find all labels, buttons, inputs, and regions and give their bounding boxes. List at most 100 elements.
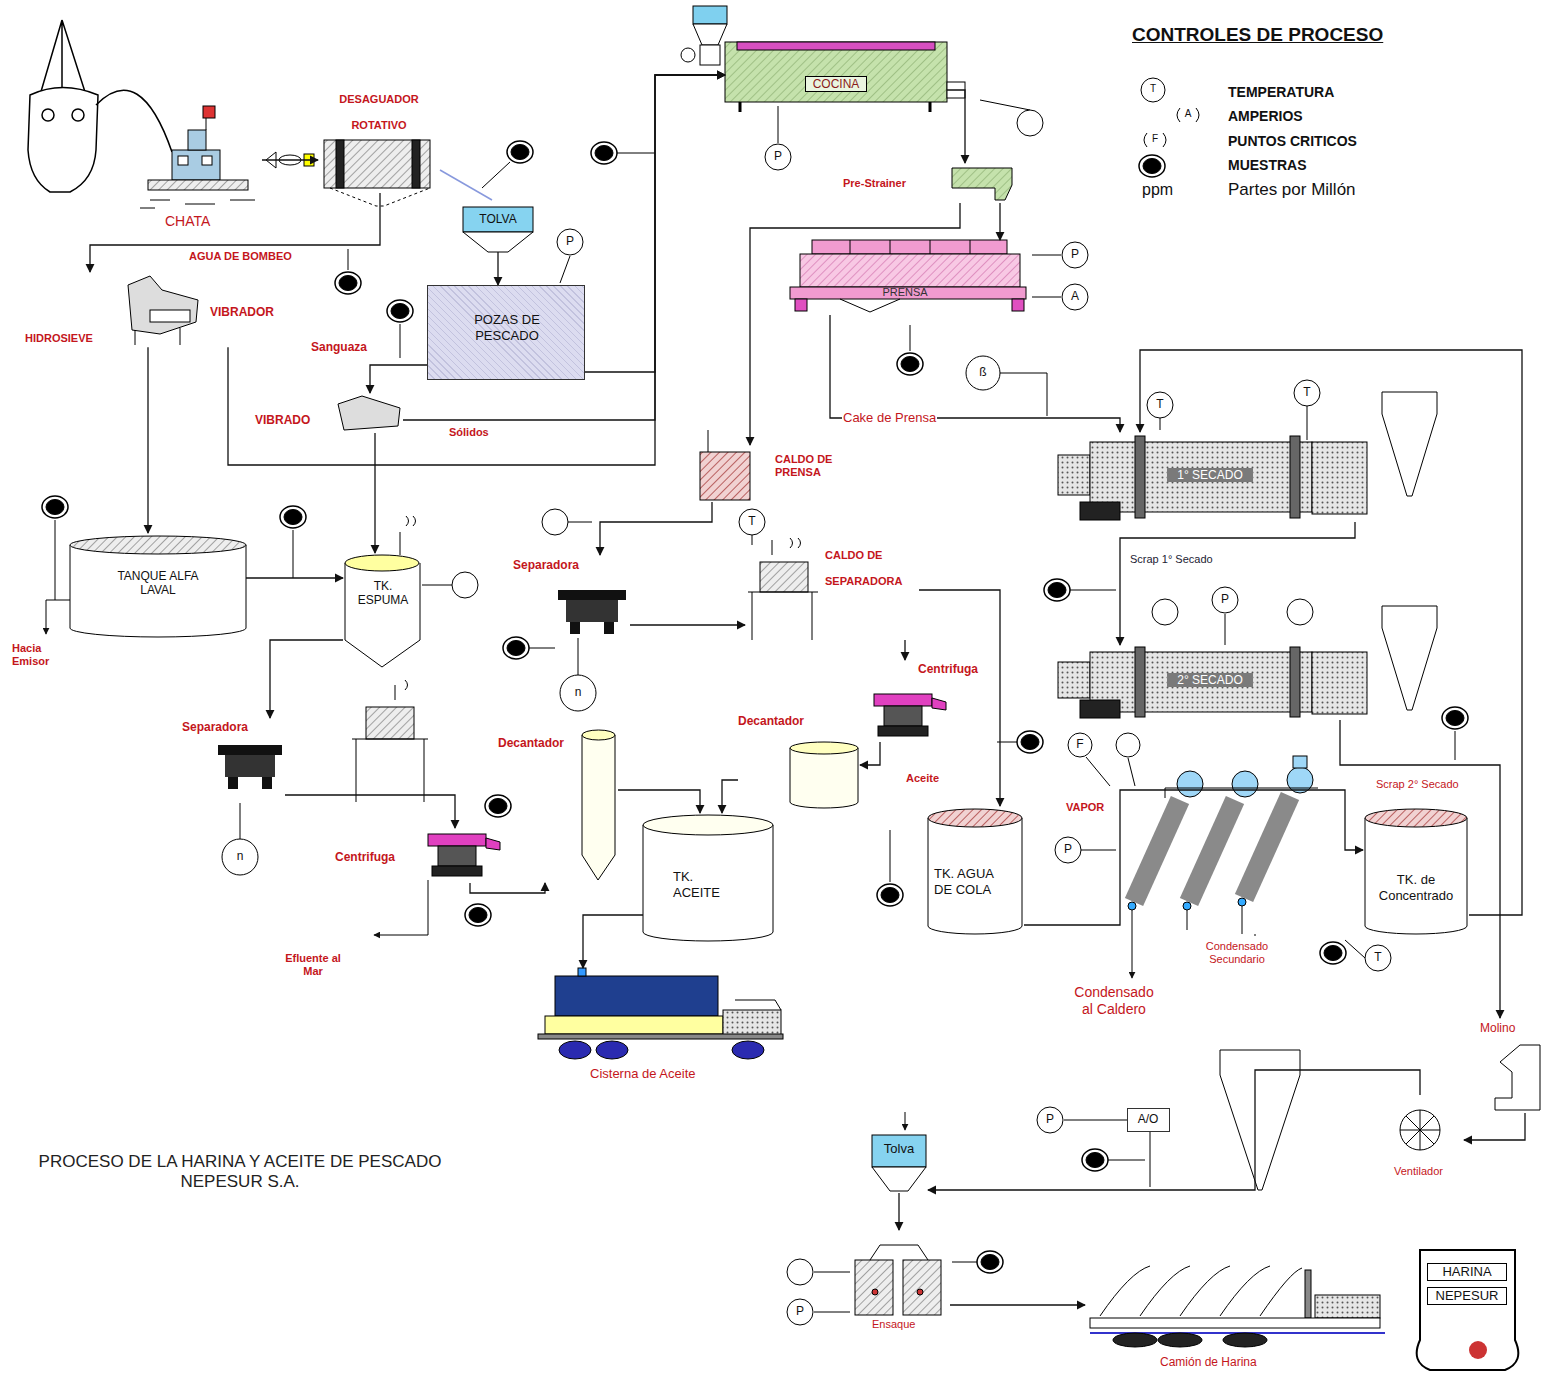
sample-point (890, 830, 891, 882)
equipment-label: Pre-Strainer (843, 177, 906, 190)
sample-point (897, 353, 923, 375)
control-letter: P (560, 234, 580, 248)
sample-point (1320, 942, 1346, 964)
control-letter: T (1368, 950, 1388, 964)
sample-point (1064, 1120, 1127, 1121)
cooker (693, 6, 727, 24)
sample-point (1455, 731, 1456, 760)
control-point (1287, 599, 1313, 625)
dryer (1090, 442, 1312, 512)
flow-line (904, 640, 905, 660)
diagram-caption: PROCESO DE LA HARINA Y ACEITE DE PESCADO… (10, 1152, 470, 1193)
meal-bag (1417, 1250, 1519, 1370)
equipment-label: Cisterna de Aceite (590, 1066, 696, 1082)
equipment-label: HIDROSIEVE (25, 332, 93, 345)
dryer (1290, 647, 1300, 717)
sample-point (877, 884, 903, 906)
centrifuge (428, 834, 486, 846)
control-point (452, 572, 478, 598)
legend-text: Partes por Millón (1228, 180, 1356, 200)
cooker (725, 42, 947, 102)
separator (570, 622, 580, 634)
dryer (1058, 455, 1090, 495)
legend-text: PUNTOS CRITICOS (1228, 133, 1357, 150)
oil-truck (559, 1041, 591, 1059)
tank (400, 516, 416, 555)
fan (1400, 1110, 1440, 1150)
flow-label: AGUA DE BOMBEO (188, 250, 293, 263)
tank (70, 545, 246, 637)
flow-line (1140, 350, 1522, 915)
equipment-label: Molino (1480, 1021, 1515, 1035)
sample-point (485, 795, 511, 817)
equipment-label: CHATA (165, 213, 210, 230)
flow-line (898, 1193, 899, 1230)
separator (558, 590, 626, 634)
centrifuge (878, 726, 928, 736)
bagging-station (917, 1289, 923, 1295)
tank (70, 536, 246, 554)
legend-text: AMPERIOS (1228, 108, 1303, 125)
oil-truck (538, 968, 783, 1059)
tank (352, 739, 428, 802)
control-point (1147, 392, 1173, 418)
bagging-station (870, 1245, 928, 1260)
decanter (582, 730, 615, 880)
control-point (222, 100, 1391, 1325)
tank (643, 815, 773, 941)
tank (772, 538, 801, 555)
sample-point (1108, 1160, 1145, 1161)
control-point (542, 509, 568, 535)
legend-symbol (1141, 78, 1165, 102)
equipment-label: TK. de Concentrado (1366, 872, 1466, 903)
outflow-arrow (46, 520, 55, 634)
barge (178, 156, 188, 165)
hydrosieve (135, 330, 136, 345)
equipment-node: CALDO DE PRENSA (700, 445, 839, 502)
centrifuge (428, 834, 500, 876)
sample-point (293, 530, 294, 578)
equipment-node: 2° SECADO (1055, 645, 1370, 720)
equipment-label: 1° SECADO (1167, 468, 1253, 482)
tank (345, 516, 420, 667)
equipment-label: DESAGUADOR ROTATIVO (318, 86, 440, 138)
equipment-node: Pre-Strainer (843, 163, 1018, 203)
evaporator (1132, 910, 1133, 978)
cyclone (1382, 392, 1437, 496)
tank (1365, 818, 1467, 934)
press (1012, 299, 1024, 311)
equipment-node: TK. AGUA DE COLA (926, 806, 1024, 936)
equipment-node: Camión de Harina (1085, 1256, 1387, 1372)
symbol-letter: F (1145, 133, 1165, 145)
evaporator (1134, 800, 1180, 902)
control-letter: ß (973, 365, 993, 379)
dryer (1135, 647, 1145, 717)
centrifuge (438, 846, 476, 866)
press (800, 254, 1020, 287)
flow-line (830, 315, 1120, 432)
dryer (1058, 647, 1367, 718)
rotary-drum (324, 140, 430, 188)
boat (72, 109, 84, 121)
tank (345, 555, 419, 571)
tank (928, 809, 1022, 934)
rotary-drum (336, 140, 344, 188)
press (790, 287, 1026, 299)
flow-line (999, 203, 1000, 240)
decanter (790, 742, 858, 754)
hopper (905, 1112, 906, 1130)
equipment-node: PRENSA (785, 240, 1030, 315)
equipment-label: Ensaque (872, 1318, 915, 1331)
flow-line (497, 252, 498, 285)
stream-label: Scrap 1° Secado (1130, 553, 1213, 566)
equipment-node: HIDROSIEVEVIBRADOR (22, 272, 290, 347)
control-letter: T (1297, 385, 1317, 399)
oil-truck (723, 1010, 781, 1036)
tank (643, 825, 773, 941)
control-letter: n (230, 849, 250, 863)
boat (40, 20, 86, 95)
barge (172, 150, 220, 180)
decanter (790, 748, 858, 808)
sample-point (348, 249, 349, 270)
sample-point (617, 153, 655, 154)
